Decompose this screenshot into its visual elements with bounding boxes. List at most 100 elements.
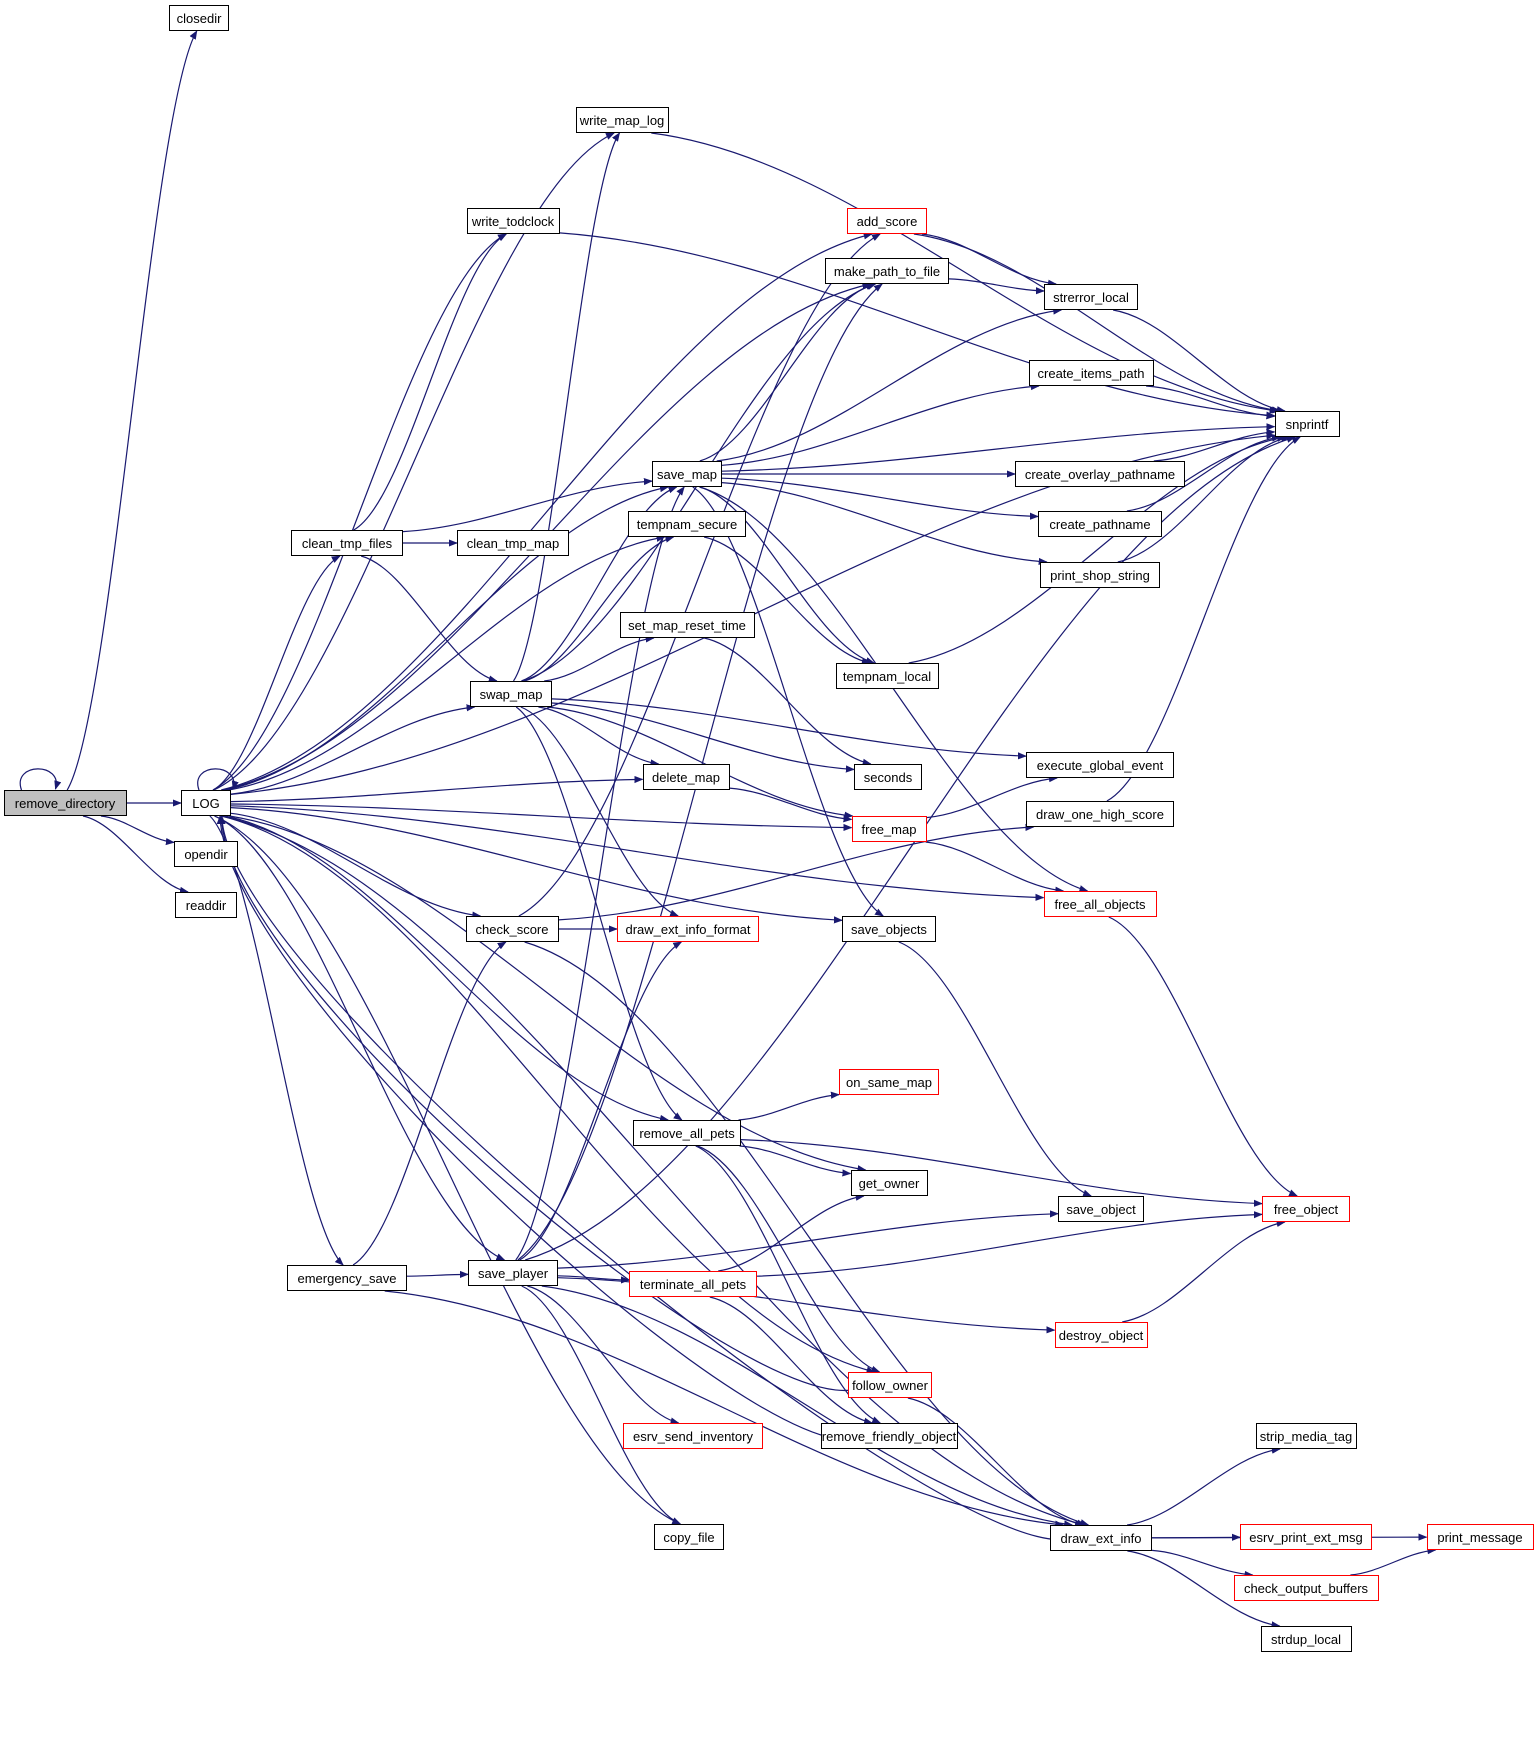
edge-save-player-to-destroy-object xyxy=(557,1277,1056,1334)
node-check-output-buffers[interactable]: check_output_buffers xyxy=(1233,1575,1379,1601)
edge-emergency-save-to-draw-ext-info xyxy=(384,1290,1065,1528)
node-print-shop-string[interactable]: print_shop_string xyxy=(1040,562,1160,588)
edge-create-pathname-to-snprintf xyxy=(1126,434,1281,512)
node-terminate-all-pets[interactable]: terminate_all_pets xyxy=(629,1271,757,1297)
edge-swap-map-to-set-map-reset-time xyxy=(544,635,655,682)
edge-draw-ext-info-to-strip-media-tag xyxy=(1127,1446,1281,1526)
edge-LOG-to-swap-map xyxy=(230,704,476,795)
node-tempnam-secure[interactable]: tempnam_secure xyxy=(628,511,746,537)
edge-save-map-to-strerror-local xyxy=(716,307,1063,462)
edge-delete-map-to-free-map xyxy=(729,787,853,823)
node-save-map[interactable]: save_map xyxy=(652,461,722,487)
edge-write-map-log-to-snprintf xyxy=(651,132,1279,414)
node-save-player[interactable]: save_player xyxy=(468,1260,558,1286)
edge-tempnam-secure-to-tempnam-local xyxy=(703,536,871,665)
edge-check-score-to-add-score xyxy=(518,233,881,917)
node-create-overlay-pathname[interactable]: create_overlay_pathname xyxy=(1015,461,1185,487)
edge-LOG-to-LOG xyxy=(197,768,239,791)
edge-write-todclock-to-snprintf xyxy=(559,232,1276,419)
node-emergency-save[interactable]: emergency_save xyxy=(287,1265,407,1291)
node-on-same-map[interactable]: on_same_map xyxy=(839,1069,939,1095)
edge-save-map-to-make-path-to-file xyxy=(699,282,876,462)
edge-remove-all-pets-to-free-object xyxy=(740,1139,1263,1207)
edge-swap-map-to-execute-global-event xyxy=(551,698,1027,760)
node-snprintf[interactable]: snprintf xyxy=(1274,411,1340,437)
node-free-object[interactable]: free_object xyxy=(1262,1196,1350,1222)
node-save-object[interactable]: save_object xyxy=(1058,1196,1144,1222)
node-set-map-reset-time[interactable]: set_map_reset_time xyxy=(619,612,755,638)
node-clean-tmp-files[interactable]: clean_tmp_files xyxy=(291,530,403,556)
edge-save-player-to-draw-ext-info-format xyxy=(519,941,683,1261)
node-seconds[interactable]: seconds xyxy=(854,764,922,790)
edge-follow-owner-to-draw-ext-info xyxy=(907,1397,1084,1527)
node-write-todclock[interactable]: write_todclock xyxy=(466,208,560,234)
node-draw-ext-info[interactable]: draw_ext_info xyxy=(1050,1525,1152,1551)
edge-save-objects-to-save-object xyxy=(898,941,1093,1197)
node-remove-all-pets[interactable]: remove_all_pets xyxy=(633,1120,741,1146)
node-copy-file[interactable]: copy_file xyxy=(654,1524,724,1550)
edge-remove-all-pets-to-remove-friendly-object xyxy=(695,1145,882,1424)
node-execute-global-event[interactable]: execute_global_event xyxy=(1026,752,1174,778)
edge-LOG-to-emergency-save xyxy=(209,815,344,1266)
edge-remove-directory-to-remove-directory xyxy=(19,768,62,791)
edge-save-map-to-print-shop-string xyxy=(721,482,1048,566)
node-draw-one-high-score[interactable]: draw_one_high_score xyxy=(1026,801,1174,827)
node-check-score[interactable]: check_score xyxy=(465,916,559,942)
edge-create-overlay-pathname-to-snprintf xyxy=(1153,428,1276,462)
node-free-map[interactable]: free_map xyxy=(851,816,927,842)
edge-LOG-to-clean-tmp-files xyxy=(212,555,341,791)
edge-save-map-to-tempnam-local xyxy=(699,486,875,665)
node-strip-media-tag[interactable]: strip_media_tag xyxy=(1255,1423,1357,1449)
edge-swap-map-to-free-map xyxy=(547,706,854,819)
edge-LOG-to-write-map-log xyxy=(213,132,615,791)
node-add-score[interactable]: add_score xyxy=(847,208,927,234)
node-strerror-local[interactable]: strerror_local xyxy=(1044,284,1138,310)
node-readdir[interactable]: readdir xyxy=(175,892,237,918)
node-make-path-to-file[interactable]: make_path_to_file xyxy=(825,258,949,284)
edge-add-score-to-strerror-local xyxy=(921,233,1057,287)
node-delete-map[interactable]: delete_map xyxy=(642,764,730,790)
node-print-message[interactable]: print_message xyxy=(1426,1524,1534,1550)
node-tempnam-local[interactable]: tempnam_local xyxy=(835,663,939,689)
edge-save-map-to-create-pathname xyxy=(721,477,1039,520)
edge-emergency-save-to-save-player xyxy=(406,1270,469,1279)
edge-LOG-to-get-owner xyxy=(229,815,867,1173)
edge-free-all-objects-to-free-object xyxy=(1108,916,1299,1197)
edge-remove-directory-to-readdir xyxy=(82,815,189,894)
edge-tempnam-local-to-snprintf xyxy=(908,434,1287,664)
edge-save-player-to-snprintf xyxy=(525,435,1296,1261)
edge-save-player-to-copy-file xyxy=(521,1285,682,1525)
edge-clean-tmp-files-to-write-todclock xyxy=(353,233,508,531)
node-free-all-objects[interactable]: free_all_objects xyxy=(1043,891,1157,917)
edge-save-player-to-save-map xyxy=(515,486,685,1261)
node-write-map-log[interactable]: write_map_log xyxy=(575,107,669,133)
node-draw-ext-info-format[interactable]: draw_ext_info_format xyxy=(617,916,759,942)
node-follow-owner[interactable]: follow_owner xyxy=(848,1372,932,1398)
node-create-pathname[interactable]: create_pathname xyxy=(1038,511,1162,537)
node-create-items-path[interactable]: create_items_path xyxy=(1028,360,1154,386)
node-LOG[interactable]: LOG xyxy=(181,790,231,816)
node-swap-map[interactable]: swap_map xyxy=(470,681,552,707)
edge-remove-all-pets-to-on-same-map xyxy=(738,1091,840,1121)
node-closedir[interactable]: closedir xyxy=(169,5,229,31)
node-clean-tmp-map[interactable]: clean_tmp_map xyxy=(457,530,569,556)
node-esrv-send-inventory[interactable]: esrv_send_inventory xyxy=(623,1423,763,1449)
edge-LOG-to-follow-owner xyxy=(221,815,876,1374)
node-opendir[interactable]: opendir xyxy=(174,841,238,867)
edge-terminate-all-pets-to-remove-friendly-object xyxy=(709,1296,874,1425)
node-esrv-print-ext-msg[interactable]: esrv_print_ext_msg xyxy=(1240,1524,1372,1550)
node-remove-friendly-object[interactable]: remove_friendly_object xyxy=(820,1423,958,1449)
edge-remove-all-pets-to-get-owner xyxy=(739,1145,852,1177)
edge-swap-map-to-seconds xyxy=(551,702,855,773)
node-get-owner[interactable]: get_owner xyxy=(850,1170,928,1196)
edge-draw-one-high-score-to-snprintf xyxy=(1106,436,1301,802)
edge-make-path-to-file-to-strerror-local xyxy=(948,278,1045,295)
edge-swap-map-to-remove-all-pets xyxy=(515,706,683,1121)
edge-LOG-to-tempnam-secure xyxy=(228,534,666,791)
node-destroy-object[interactable]: destroy_object xyxy=(1054,1322,1148,1348)
edge-check-score-to-draw-one-high-score xyxy=(558,823,1035,921)
edge-LOG-to-free-map xyxy=(230,803,853,832)
node-strdup-local[interactable]: strdup_local xyxy=(1260,1626,1352,1652)
node-save-objects[interactable]: save_objects xyxy=(842,916,936,942)
